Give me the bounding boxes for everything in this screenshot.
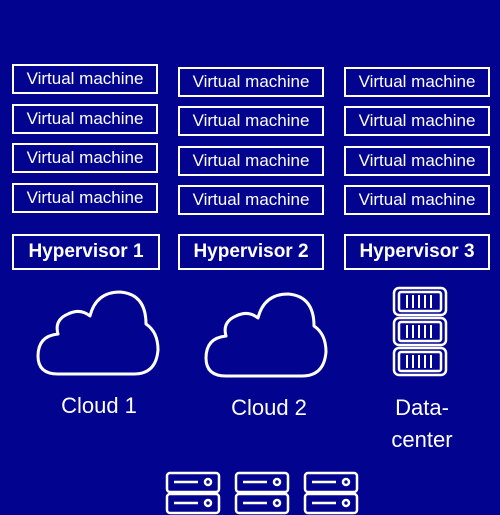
- vm-label: Virtual machine: [192, 72, 310, 91]
- datacenter-label-line1: Data-: [395, 395, 449, 420]
- vm-box-c1-1: Virtual machine: [12, 64, 158, 94]
- cloud-2-label: Cloud 2: [231, 395, 307, 420]
- hypervisor-label: Hypervisor 3: [359, 241, 475, 262]
- vm-box-c1-4: Virtual machine: [12, 183, 158, 213]
- vm-label: Virtual machine: [26, 69, 144, 88]
- hypervisor-box-1: Hypervisor 1: [12, 234, 160, 270]
- hypervisor-box-3: Hypervisor 3: [344, 234, 490, 270]
- vm-label: Virtual machine: [26, 188, 144, 207]
- vm-box-c2-2: Virtual machine: [178, 106, 324, 136]
- vm-box-c3-4: Virtual machine: [344, 185, 490, 215]
- vm-label: Virtual machine: [358, 72, 476, 91]
- datacenter-label-line2: center: [391, 427, 453, 452]
- hypervisor-label: Hypervisor 2: [193, 241, 309, 262]
- datacenter-label: Data- center: [370, 392, 474, 456]
- vm-label: Virtual machine: [192, 111, 310, 130]
- vm-label: Virtual machine: [26, 109, 144, 128]
- vm-label: Virtual machine: [26, 148, 144, 167]
- vm-label: Virtual machine: [192, 190, 310, 209]
- hypervisor-box-2: Hypervisor 2: [178, 234, 324, 270]
- vm-box-c3-2: Virtual machine: [344, 106, 490, 136]
- vm-label: Virtual machine: [358, 151, 476, 170]
- vm-box-c2-4: Virtual machine: [178, 185, 324, 215]
- vm-box-c3-1: Virtual machine: [344, 67, 490, 97]
- vm-box-c2-3: Virtual machine: [178, 146, 324, 176]
- vm-box-c2-1: Virtual machine: [178, 67, 324, 97]
- cloud-icon: [204, 292, 328, 378]
- hypervisor-label: Hypervisor 1: [28, 241, 144, 262]
- vm-label: Virtual machine: [358, 111, 476, 130]
- server-icon: [165, 471, 221, 515]
- server-rack-icon: [392, 286, 448, 377]
- vm-box-c1-2: Virtual machine: [12, 104, 158, 134]
- vm-box-c1-3: Virtual machine: [12, 143, 158, 173]
- server-icon: [234, 471, 290, 515]
- vm-box-c3-3: Virtual machine: [344, 146, 490, 176]
- server-icon: [303, 471, 359, 515]
- vm-label: Virtual machine: [358, 190, 476, 209]
- vm-label: Virtual machine: [192, 151, 310, 170]
- cloud-icon: [36, 290, 160, 376]
- cloud-1-label: Cloud 1: [61, 393, 137, 418]
